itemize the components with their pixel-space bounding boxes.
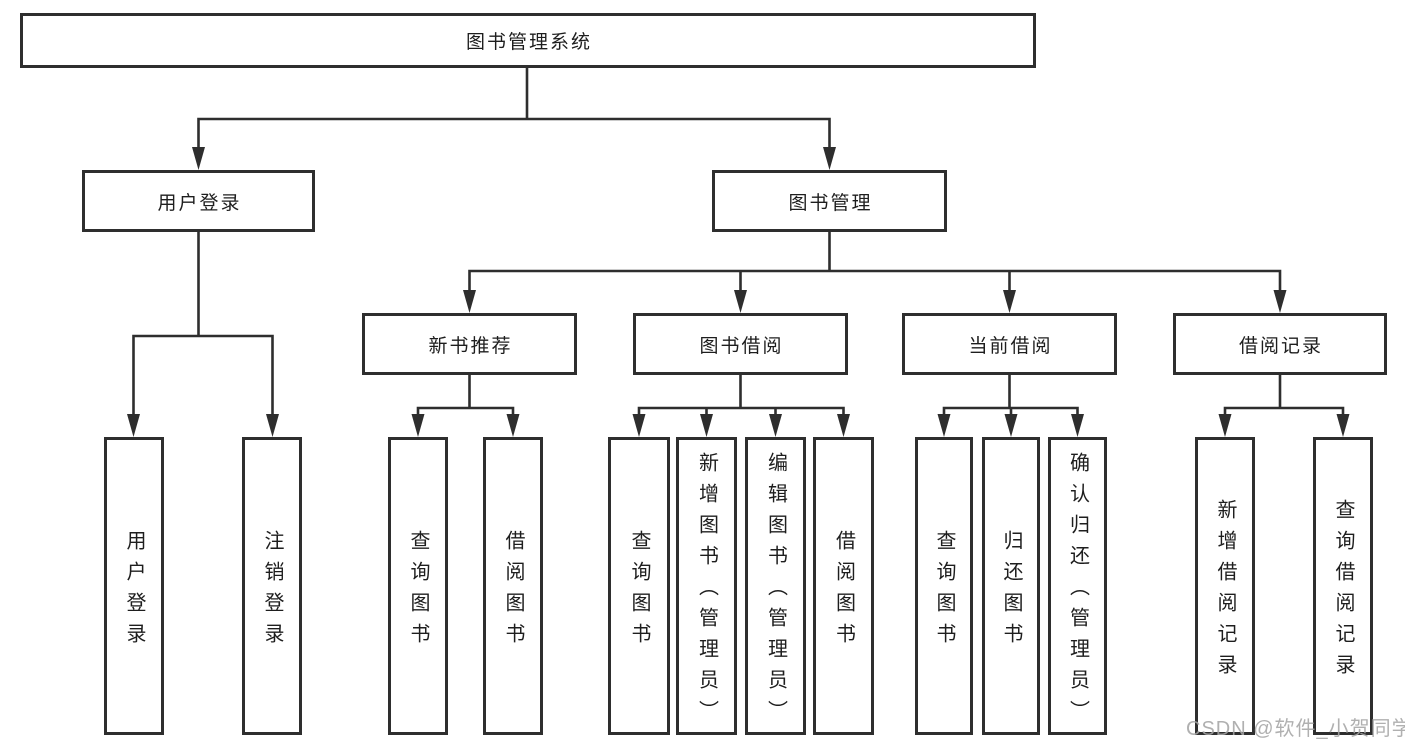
node-book-management: 图书管理 xyxy=(712,170,947,232)
node-leaf-query-books-recommend: 查询图书 xyxy=(388,437,448,735)
node-new-book-recommendation: 新书推荐 xyxy=(362,313,577,375)
node-leaf-query-books-borrowing: 查询图书 xyxy=(608,437,670,735)
node-book-borrowing: 图书借阅 xyxy=(633,313,848,375)
node-leaf-borrow-books: 借阅图书 xyxy=(813,437,874,735)
node-leaf-add-books-admin: 新增图书（管理员） xyxy=(676,437,737,735)
node-leaf-user-login: 用户登录 xyxy=(104,437,164,735)
node-borrowing-records: 借阅记录 xyxy=(1173,313,1387,375)
node-leaf-query-borrow-record: 查询借阅记录 xyxy=(1313,437,1373,735)
node-root-system: 图书管理系统 xyxy=(20,13,1036,68)
node-leaf-confirm-return-admin: 确认归还（管理员） xyxy=(1048,437,1107,735)
node-leaf-add-borrow-record: 新增借阅记录 xyxy=(1195,437,1255,735)
node-leaf-edit-books-admin: 编辑图书（管理员） xyxy=(745,437,806,735)
node-current-borrowing: 当前借阅 xyxy=(902,313,1117,375)
node-leaf-borrow-books-recommend: 借阅图书 xyxy=(483,437,543,735)
arrowhead-icons xyxy=(127,147,1350,437)
node-leaf-return-books: 归还图书 xyxy=(982,437,1040,735)
node-leaf-logout: 注销登录 xyxy=(242,437,302,735)
node-user-login: 用户登录 xyxy=(82,170,315,232)
node-leaf-query-books-current: 查询图书 xyxy=(915,437,973,735)
